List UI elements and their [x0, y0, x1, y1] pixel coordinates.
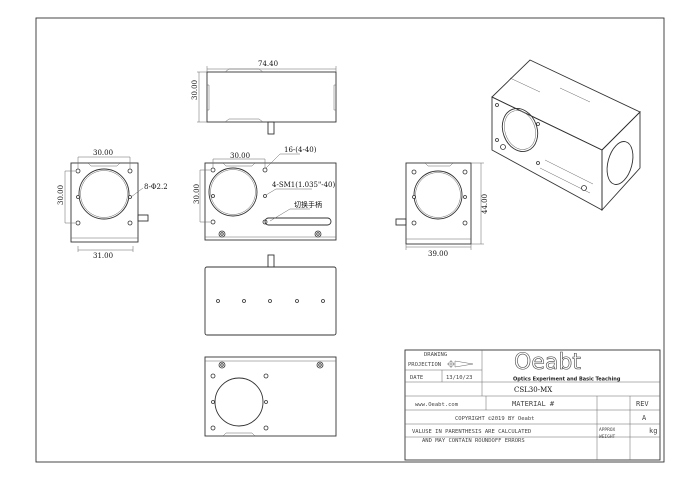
thread-callout: 4-SM1(1.035"-40): [272, 181, 335, 189]
logo-text: Oeabt: [514, 350, 581, 375]
oeabt-logo: Oeabt Optics Experiment and Basic Teachi…: [513, 350, 621, 383]
material-label: MATERIAL #: [512, 400, 555, 408]
handle-pin: [267, 121, 275, 135]
logo-subtitle: Optics Experiment and Basic Teaching: [513, 377, 621, 383]
date-value: 13/10/23: [446, 375, 473, 381]
top-height-dim: 30.00: [191, 80, 199, 100]
top-width-dim: 74.40: [258, 60, 278, 68]
copyright-text: COPYRIGHT ©2019 BY Oeabt: [455, 416, 534, 422]
left-bottom-dim: 31.00: [93, 252, 113, 260]
projection-symbol-icon: [447, 360, 474, 368]
sheet-border: [35, 17, 665, 463]
front-top-dim: 30.00: [230, 152, 250, 160]
right-side-dim: 44.00: [481, 194, 489, 214]
top-view: 74.40 30.00: [191, 60, 337, 135]
left-top-dim: 30.00: [93, 149, 113, 157]
handle-slot: [264, 217, 332, 226]
weight-unit: kg: [649, 427, 657, 435]
approx-weight-label-2: WEIGHT: [599, 434, 616, 440]
isometric-view: [491, 59, 641, 212]
website-text: www.Oeabt.com: [415, 402, 459, 408]
hole-callout: 8-Φ2.2: [144, 183, 168, 191]
rev-value: A: [642, 414, 647, 422]
bottom-view: [204, 254, 337, 336]
note-line-1: VALUSE IN PARENTHESIS ARE CALCULATED: [412, 429, 531, 435]
date-label: DATE: [410, 375, 423, 381]
handle-callout: 切换手柄: [294, 200, 322, 209]
front-side-dim: 30.00: [193, 184, 201, 204]
screw-callout: 16-(4-40): [284, 146, 317, 154]
right-view: 39.00 44.00: [395, 162, 489, 258]
rev-label: REV: [636, 400, 649, 408]
front-view: 30.00 30.00 16-(4-40) 4-SM1(1.035"-40) 切…: [193, 146, 337, 241]
title-block: DRAWING PROJECTION DATE 13/10/23 Oeabt O…: [404, 349, 661, 461]
note-line-2: AND MAY CONTAIN ROUNDOFF ERRORS: [422, 438, 525, 444]
back-view: [204, 356, 337, 437]
approx-weight-label: APPROX: [599, 427, 616, 433]
left-view: 30.00 31.00 30.00 8-Φ2.2: [57, 149, 168, 260]
projection-label: PROJECTION: [408, 362, 441, 368]
right-bottom-dim: 39.00: [428, 250, 448, 258]
drawing-label: DRAWING: [424, 352, 447, 358]
part-number: CSL30-MX: [514, 386, 552, 394]
left-side-dim: 30.00: [57, 185, 65, 205]
